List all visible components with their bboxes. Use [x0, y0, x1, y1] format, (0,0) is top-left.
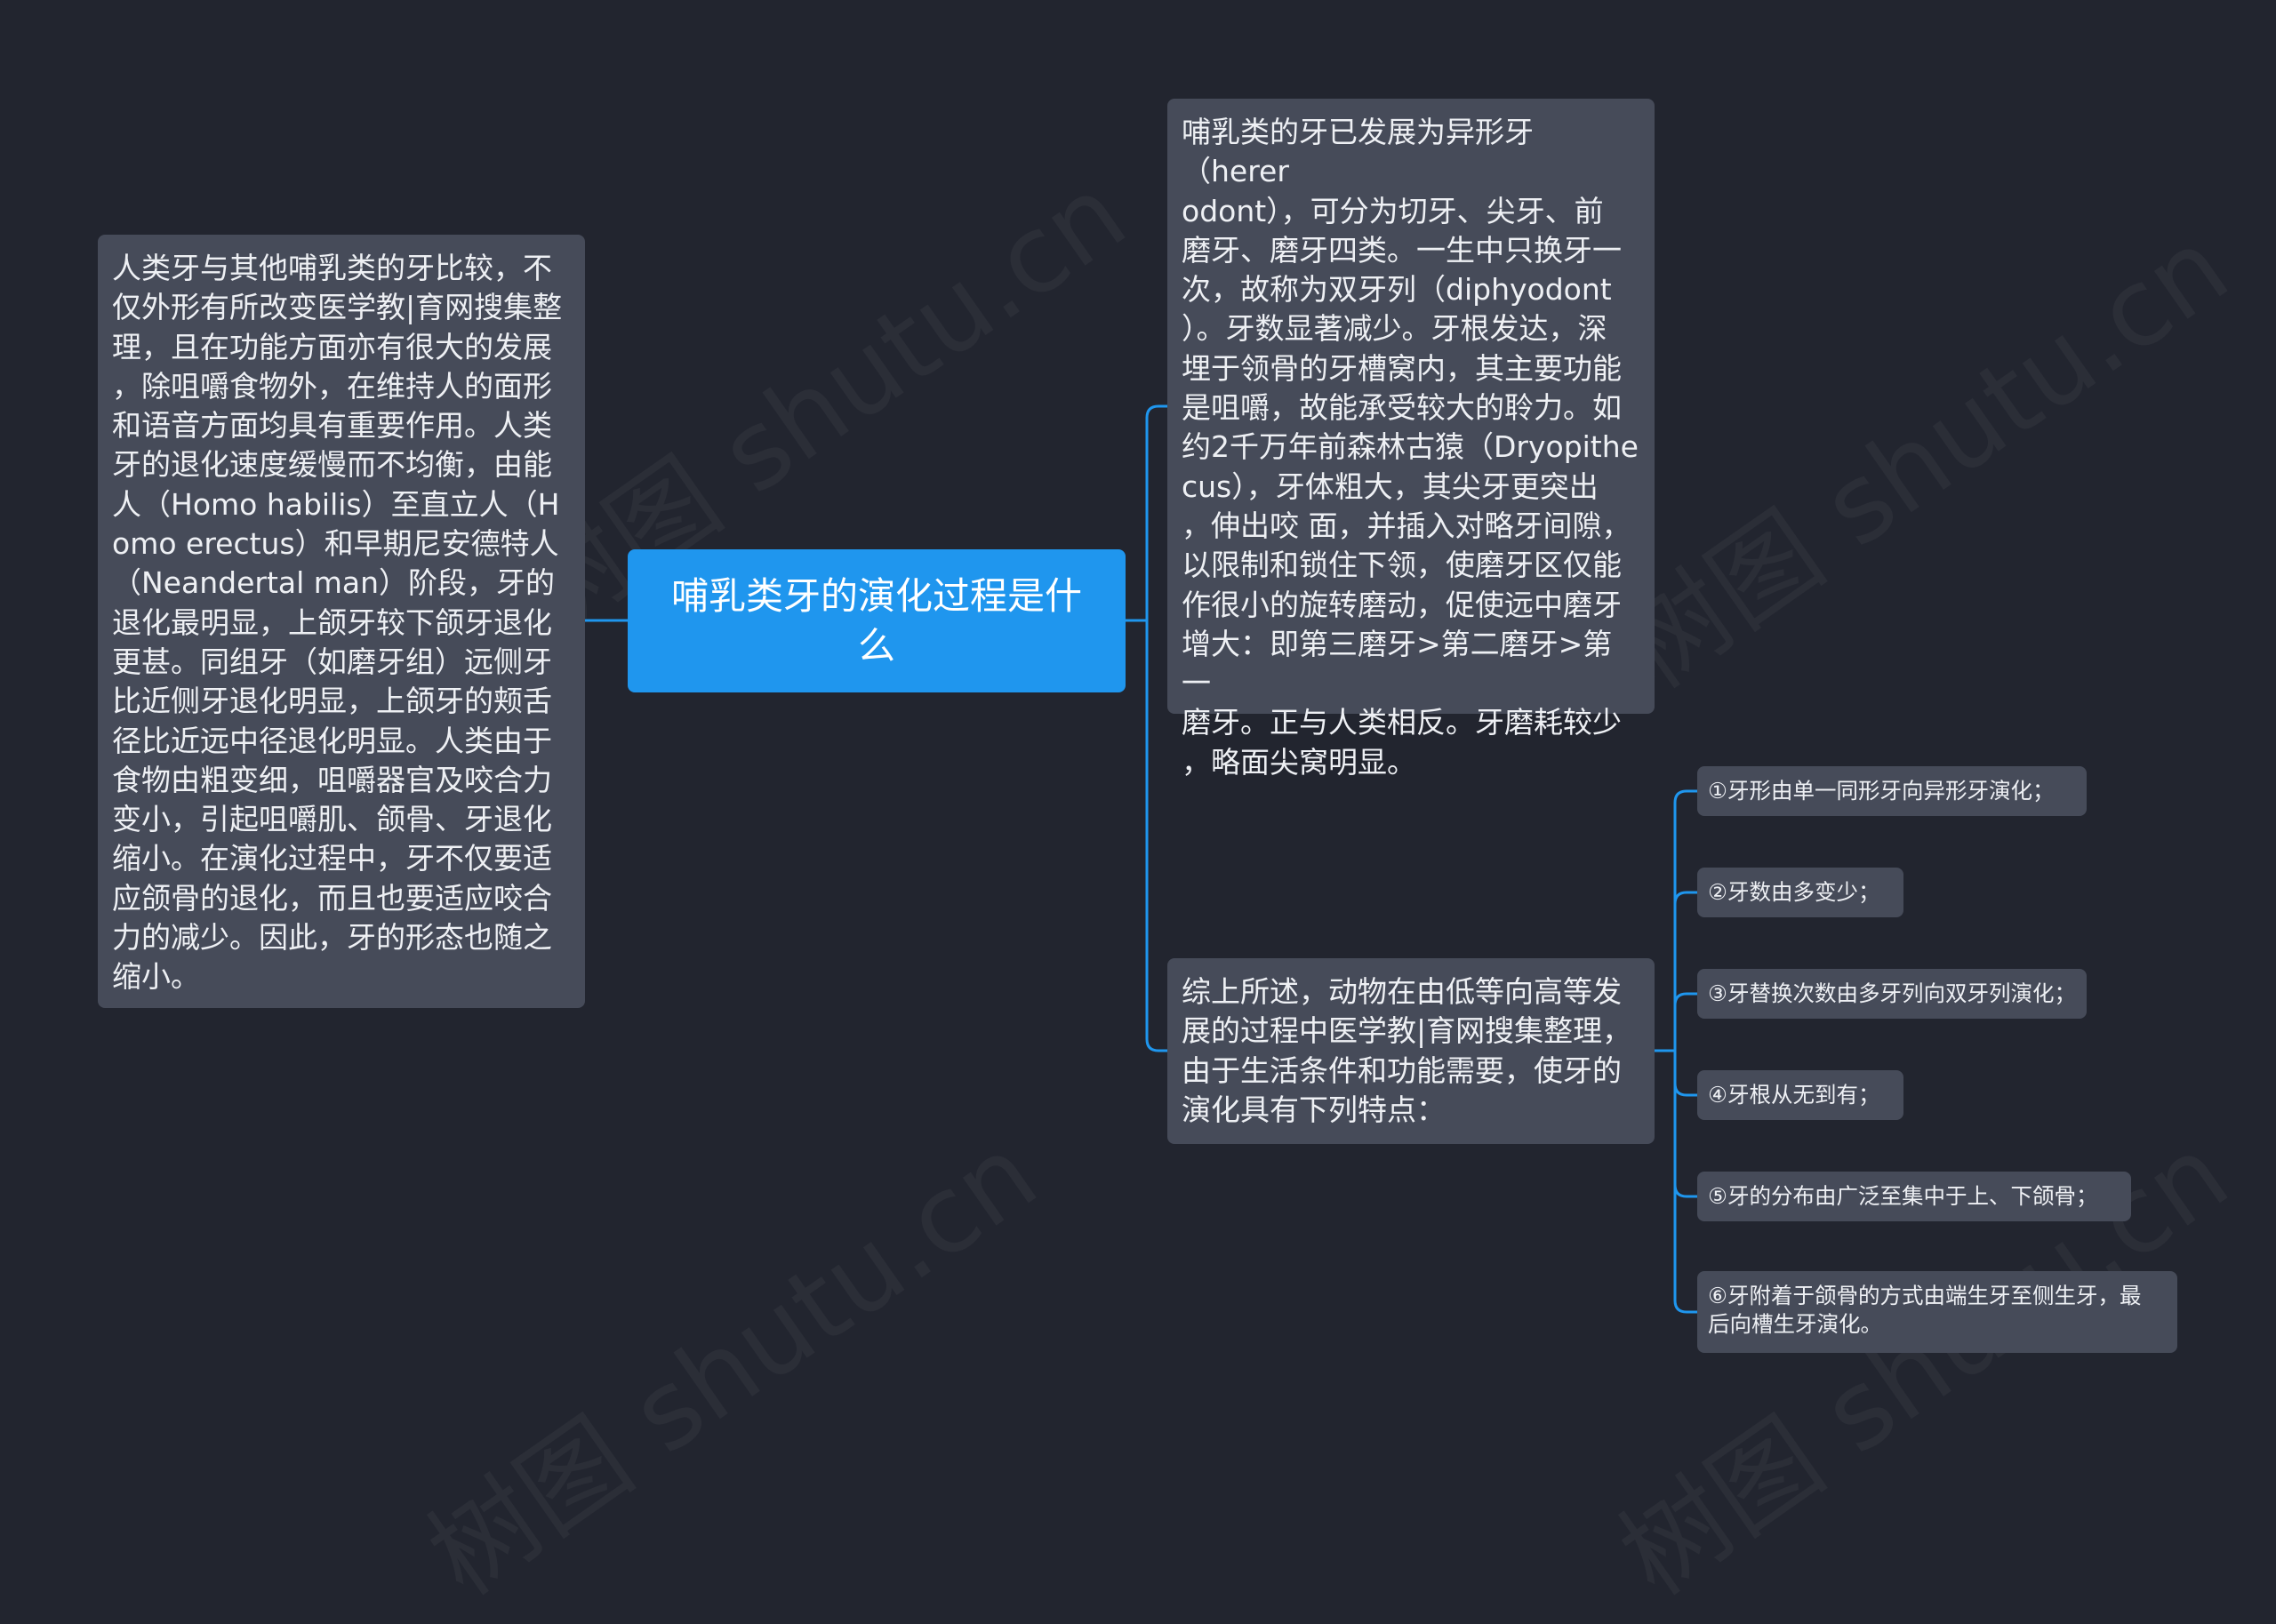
connector-right-top — [1145, 404, 1167, 620]
feature-node-2[interactable]: ②牙数由多变少； — [1697, 868, 1903, 917]
right-topic-node-teeth-structure[interactable]: 哺乳类的牙已发展为异形牙（herer odont），可分为切牙、尖牙、前 磨牙、… — [1167, 99, 1655, 780]
left-topic-node[interactable]: 人类牙与其他哺乳类的牙比较，不 仅外形有所改变医学教|育网搜集整 理，且在功能方… — [98, 235, 585, 1008]
feature-node-3[interactable]: ③牙替换次数由多牙列向双牙列演化； — [1697, 969, 2087, 1019]
root-topic[interactable]: 哺乳类牙的演化过程是什 么 — [628, 549, 1126, 692]
right-topic-node-summary[interactable]: 综上所述，动物在由低等向高等发 展的过程中医学教|育网搜集整理， 由于生活条件和… — [1167, 958, 1655, 1144]
feature-node-5[interactable]: ⑤牙的分布由广泛至集中于上、下颌骨； — [1697, 1172, 2131, 1221]
connector-feature-4 — [1673, 1051, 1697, 1097]
connector-feature-5 — [1673, 1051, 1697, 1198]
feature-node-6[interactable]: ⑥牙附着于颌骨的方式由端生牙至侧生牙，最 后向槽生牙演化。 — [1697, 1271, 2177, 1353]
feature-node-1[interactable]: ①牙形由单一同形牙向异形牙演化； — [1697, 766, 2087, 816]
feature-node-4[interactable]: ④牙根从无到有； — [1697, 1070, 1903, 1120]
connector-feature-6 — [1673, 1051, 1697, 1314]
connector-feature-1 — [1673, 789, 1697, 1051]
connector-feature-3 — [1673, 992, 1697, 1006]
connector-lines — [585, 404, 1697, 1314]
connector-feature-2 — [1673, 891, 1697, 905]
connector-right-bottom — [1145, 620, 1167, 1052]
mind-map-canvas: 树图 shutu.cn 树图 shutu.cn 树图 shutu.cn 树图 s… — [98, 99, 2177, 1353]
